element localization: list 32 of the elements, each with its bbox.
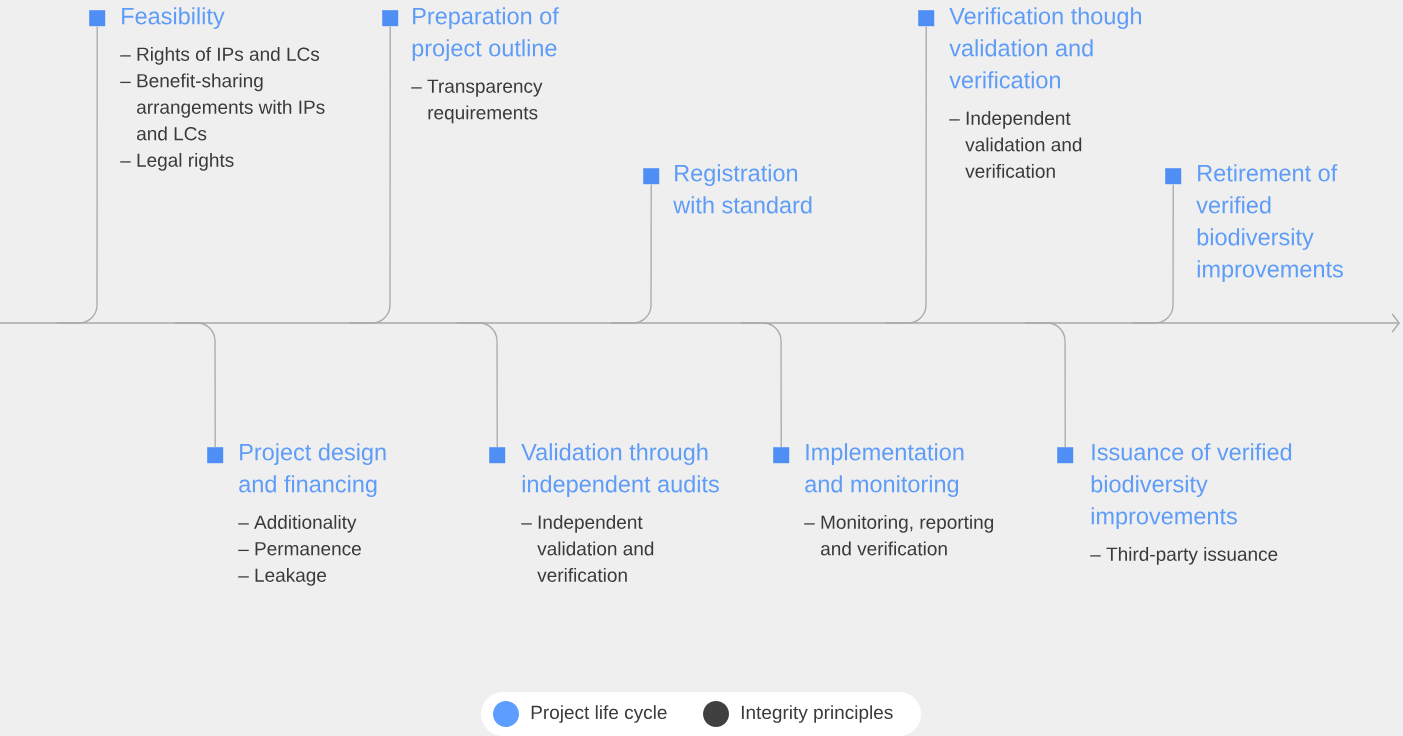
- bullet-item: – Rights of IPs and LCs: [120, 46, 320, 65]
- stage-heading: Preparation of project outline: [412, 7, 559, 62]
- stage-heading: Project design and financing: [239, 443, 386, 498]
- legend-label: Project life cycle: [531, 705, 667, 723]
- bullet-item: – Independent validation and verification: [521, 514, 654, 582]
- timeline-stem: [610, 183, 652, 324]
- stage-heading: Feasibility: [122, 7, 225, 30]
- stage-heading: Registration with standard: [673, 164, 812, 214]
- timeline-stem: [885, 25, 927, 324]
- stage-heading: Implementation and monitoring: [805, 443, 964, 498]
- timeline-stem: [1132, 183, 1174, 324]
- timeline-stem: [56, 25, 98, 324]
- bullet-item: – Third-party issuance: [1090, 546, 1278, 565]
- bullet-item: – Benefit-sharing arrangements with IPs and LCs: [120, 73, 325, 141]
- timeline-stem: [456, 322, 498, 448]
- timeline-stem: [740, 322, 782, 448]
- bullet-item: – Legal rights: [120, 152, 234, 171]
- legend-label: Integrity principles: [741, 705, 893, 723]
- stage-heading: Verification though validation and verification: [949, 7, 1141, 89]
- stage-heading: Retirement of verified biodiversity improvements: [1196, 164, 1343, 283]
- timeline-stem: [349, 25, 391, 324]
- timeline-arrow: [0, 313, 1401, 333]
- bullet-item: – Independent validation and verification: [949, 110, 1082, 178]
- timeline-stem: [1024, 322, 1066, 448]
- bullet-item: – Permanence: [238, 542, 361, 556]
- timeline-stem: [174, 322, 216, 448]
- stage-heading: Issuance of verified biodiversity improvements: [1091, 443, 1292, 530]
- stage-heading: Validation through independent audits: [521, 443, 719, 498]
- bullet-item: – Additionality: [238, 514, 357, 533]
- bullet-item: – Leakage: [238, 567, 327, 586]
- bullet-item: – Transparency requirements: [411, 79, 543, 124]
- bullet-item: – Monitoring, reporting and verification: [804, 514, 994, 556]
